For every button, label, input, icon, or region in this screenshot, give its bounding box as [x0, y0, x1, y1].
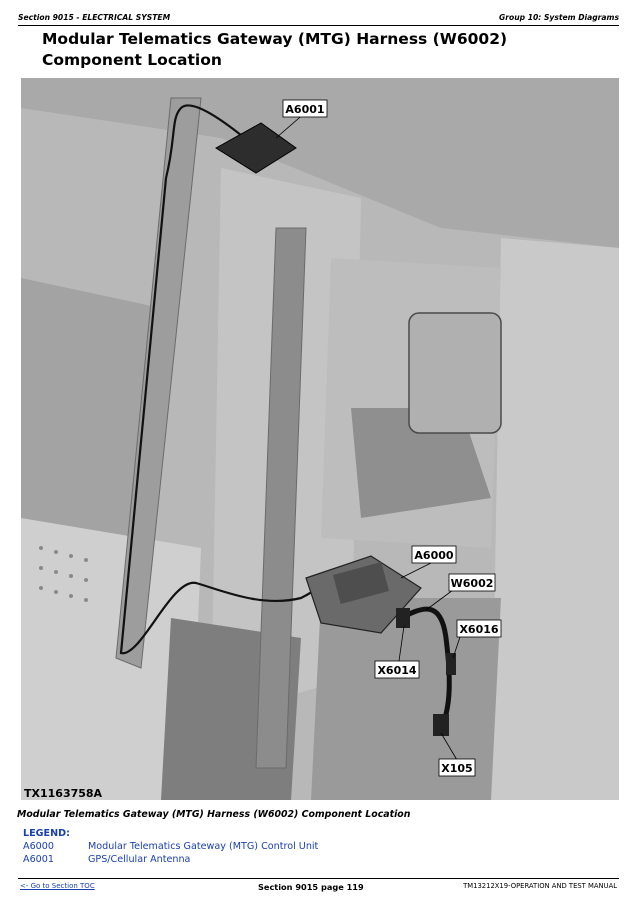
- legend-code: A6000: [23, 841, 54, 852]
- callout-w6002: W6002: [448, 573, 496, 592]
- callout-x6016-text: X6016: [459, 623, 498, 636]
- cab-illustration: A6001 A6000 W6002 X6016 X6014 X105 TX116…: [21, 78, 619, 800]
- callout-w6002-text: W6002: [451, 577, 494, 590]
- page-number: Section 9015 page 119: [258, 882, 364, 892]
- legend-code: A6001: [23, 854, 54, 865]
- figure-caption: Modular Telematics Gateway (MTG) Harness…: [17, 809, 411, 820]
- footer-divider: [18, 878, 619, 879]
- manual-id: TM13212X19-OPERATION AND TEST MANUAL: [463, 882, 617, 890]
- group-label: Group 10: System Diagrams: [499, 13, 619, 22]
- legend-title: LEGEND:: [23, 828, 70, 839]
- callout-a6000-text: A6000: [414, 549, 453, 562]
- legend-row: A6001 GPS/Cellular Antenna: [23, 854, 190, 865]
- legend-row: A6000 Modular Telematics Gateway (MTG) Co…: [23, 841, 318, 852]
- section-label: Section 9015 - ELECTRICAL SYSTEM: [18, 13, 171, 22]
- callout-a6001-text: A6001: [285, 103, 324, 116]
- callout-x6014: X6014: [374, 660, 420, 679]
- section-toc-link[interactable]: <- Go to Section TOC: [20, 882, 95, 890]
- legend-desc: GPS/Cellular Antenna: [88, 854, 191, 865]
- callout-a6001: A6001: [282, 99, 328, 118]
- callout-x6014-text: X6014: [377, 664, 416, 677]
- figure-id: TX1163758A: [24, 787, 103, 800]
- header-divider: [18, 25, 619, 26]
- page-title: Modular Telematics Gateway (MTG) Harness…: [42, 30, 508, 69]
- callout-a6000: A6000: [411, 545, 457, 564]
- component-location-figure: A6001 A6000 W6002 X6016 X6014 X105 TX116…: [21, 78, 619, 800]
- callout-x105: X105: [438, 758, 476, 777]
- callout-x6016: X6016: [456, 619, 502, 638]
- callout-x105-text: X105: [441, 762, 472, 775]
- page-header: Section 9015 - ELECTRICAL SYSTEM Group 1…: [18, 13, 619, 27]
- legend-desc: Modular Telematics Gateway (MTG) Control…: [88, 841, 319, 852]
